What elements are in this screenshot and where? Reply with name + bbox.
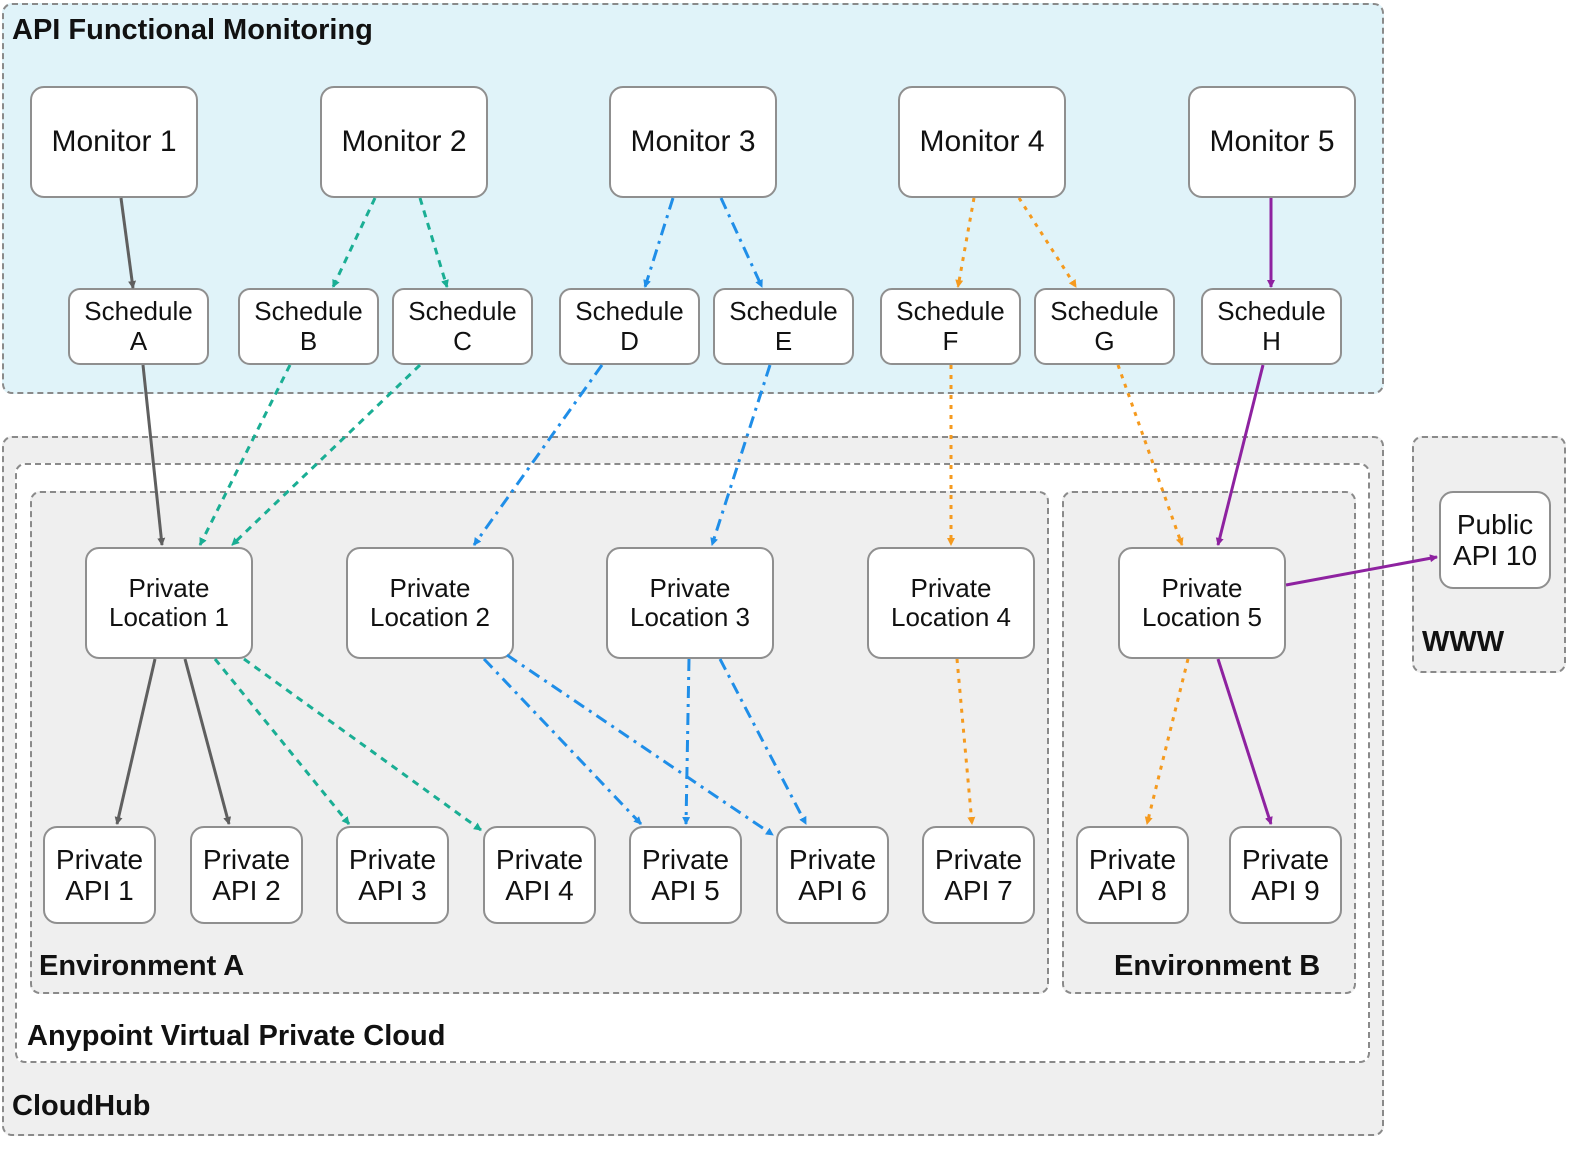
schedule-b-id: B	[299, 325, 318, 356]
private-api-1-label: Private	[55, 843, 144, 875]
monitor-2-label: Monitor 2	[341, 125, 467, 159]
private-api-7-name: API 7	[944, 875, 1013, 906]
private-api-5-name: API 5	[651, 875, 720, 906]
private-location-4-label: Private	[910, 572, 992, 603]
private-api-7-label: Private	[934, 843, 1023, 875]
schedule-a-label: Schedule	[84, 296, 193, 327]
schedule-c-label: Schedule	[408, 296, 517, 327]
environment-a-title: Environment A	[39, 950, 245, 982]
private-api-3-name: API 3	[358, 875, 427, 906]
private-api-6-label: Private	[788, 843, 877, 875]
private-api-9-label: Private	[1241, 843, 1330, 875]
schedule-f-id: F	[942, 325, 959, 356]
monitor-2-node[interactable]: Monitor 2	[320, 86, 488, 198]
public-api-10-label: Public	[1456, 508, 1534, 540]
schedule-b-label: Schedule	[254, 296, 363, 327]
private-location-1-label: Private	[128, 572, 210, 603]
private-api-3-label: Private	[348, 843, 437, 875]
private-api-2-label: Private	[202, 843, 291, 875]
www-title: WWW	[1422, 626, 1505, 658]
schedule-h-label: Schedule	[1217, 296, 1326, 327]
private-location-2-label: Private	[389, 572, 471, 603]
schedule-e-id: E	[774, 325, 793, 356]
schedule-g-label: Schedule	[1050, 296, 1159, 327]
private-api-9-name: API 9	[1251, 875, 1320, 906]
schedule-f-label: Schedule	[896, 296, 1005, 327]
monitor-4-node[interactable]: Monitor 4	[898, 86, 1066, 198]
private-api-5-label: Private	[641, 843, 730, 875]
schedule-d-id: D	[620, 325, 639, 356]
monitor-4-label: Monitor 4	[919, 125, 1045, 159]
private-location-4-name: Location 4	[891, 602, 1011, 632]
monitor-5-label: Monitor 5	[1209, 125, 1335, 159]
private-location-2-name: Location 2	[370, 602, 490, 632]
private-api-4-name: API 4	[505, 875, 574, 906]
schedule-h-id: H	[1262, 325, 1281, 356]
private-location-3-name: Location 3	[630, 602, 750, 632]
private-api-6-name: API 6	[798, 875, 867, 906]
schedule-a-id: A	[129, 325, 148, 356]
schedule-c-id: C	[453, 325, 472, 356]
schedule-e-label: Schedule	[729, 296, 838, 327]
private-location-1-name: Location 1	[109, 602, 229, 632]
monitor-5-node[interactable]: Monitor 5	[1188, 86, 1356, 198]
anypoint-vpc-title: Anypoint Virtual Private Cloud	[27, 1020, 446, 1052]
schedule-d-label: Schedule	[575, 296, 684, 327]
private-location-3-label: Private	[649, 572, 731, 603]
monitor-1-label: Monitor 1	[51, 125, 177, 159]
private-location-5-label: Private	[1161, 572, 1243, 603]
monitor-3-label: Monitor 3	[630, 125, 756, 159]
cloudhub-title: CloudHub	[12, 1090, 151, 1122]
private-api-2-name: API 2	[212, 875, 281, 906]
environment-b-title: Environment B	[1114, 950, 1321, 982]
schedule-g-id: G	[1094, 325, 1115, 356]
api-functional-monitoring-title: API Functional Monitoring	[12, 14, 373, 46]
private-api-8-name: API 8	[1098, 875, 1167, 906]
private-api-8-label: Private	[1088, 843, 1177, 875]
monitor-3-node[interactable]: Monitor 3	[609, 86, 777, 198]
public-api-10-name: API 10	[1452, 540, 1538, 571]
private-location-5-name: Location 5	[1142, 602, 1262, 632]
private-api-4-label: Private	[495, 843, 584, 875]
monitor-1-node[interactable]: Monitor 1	[30, 86, 198, 198]
private-api-1-name: API 1	[65, 875, 134, 906]
